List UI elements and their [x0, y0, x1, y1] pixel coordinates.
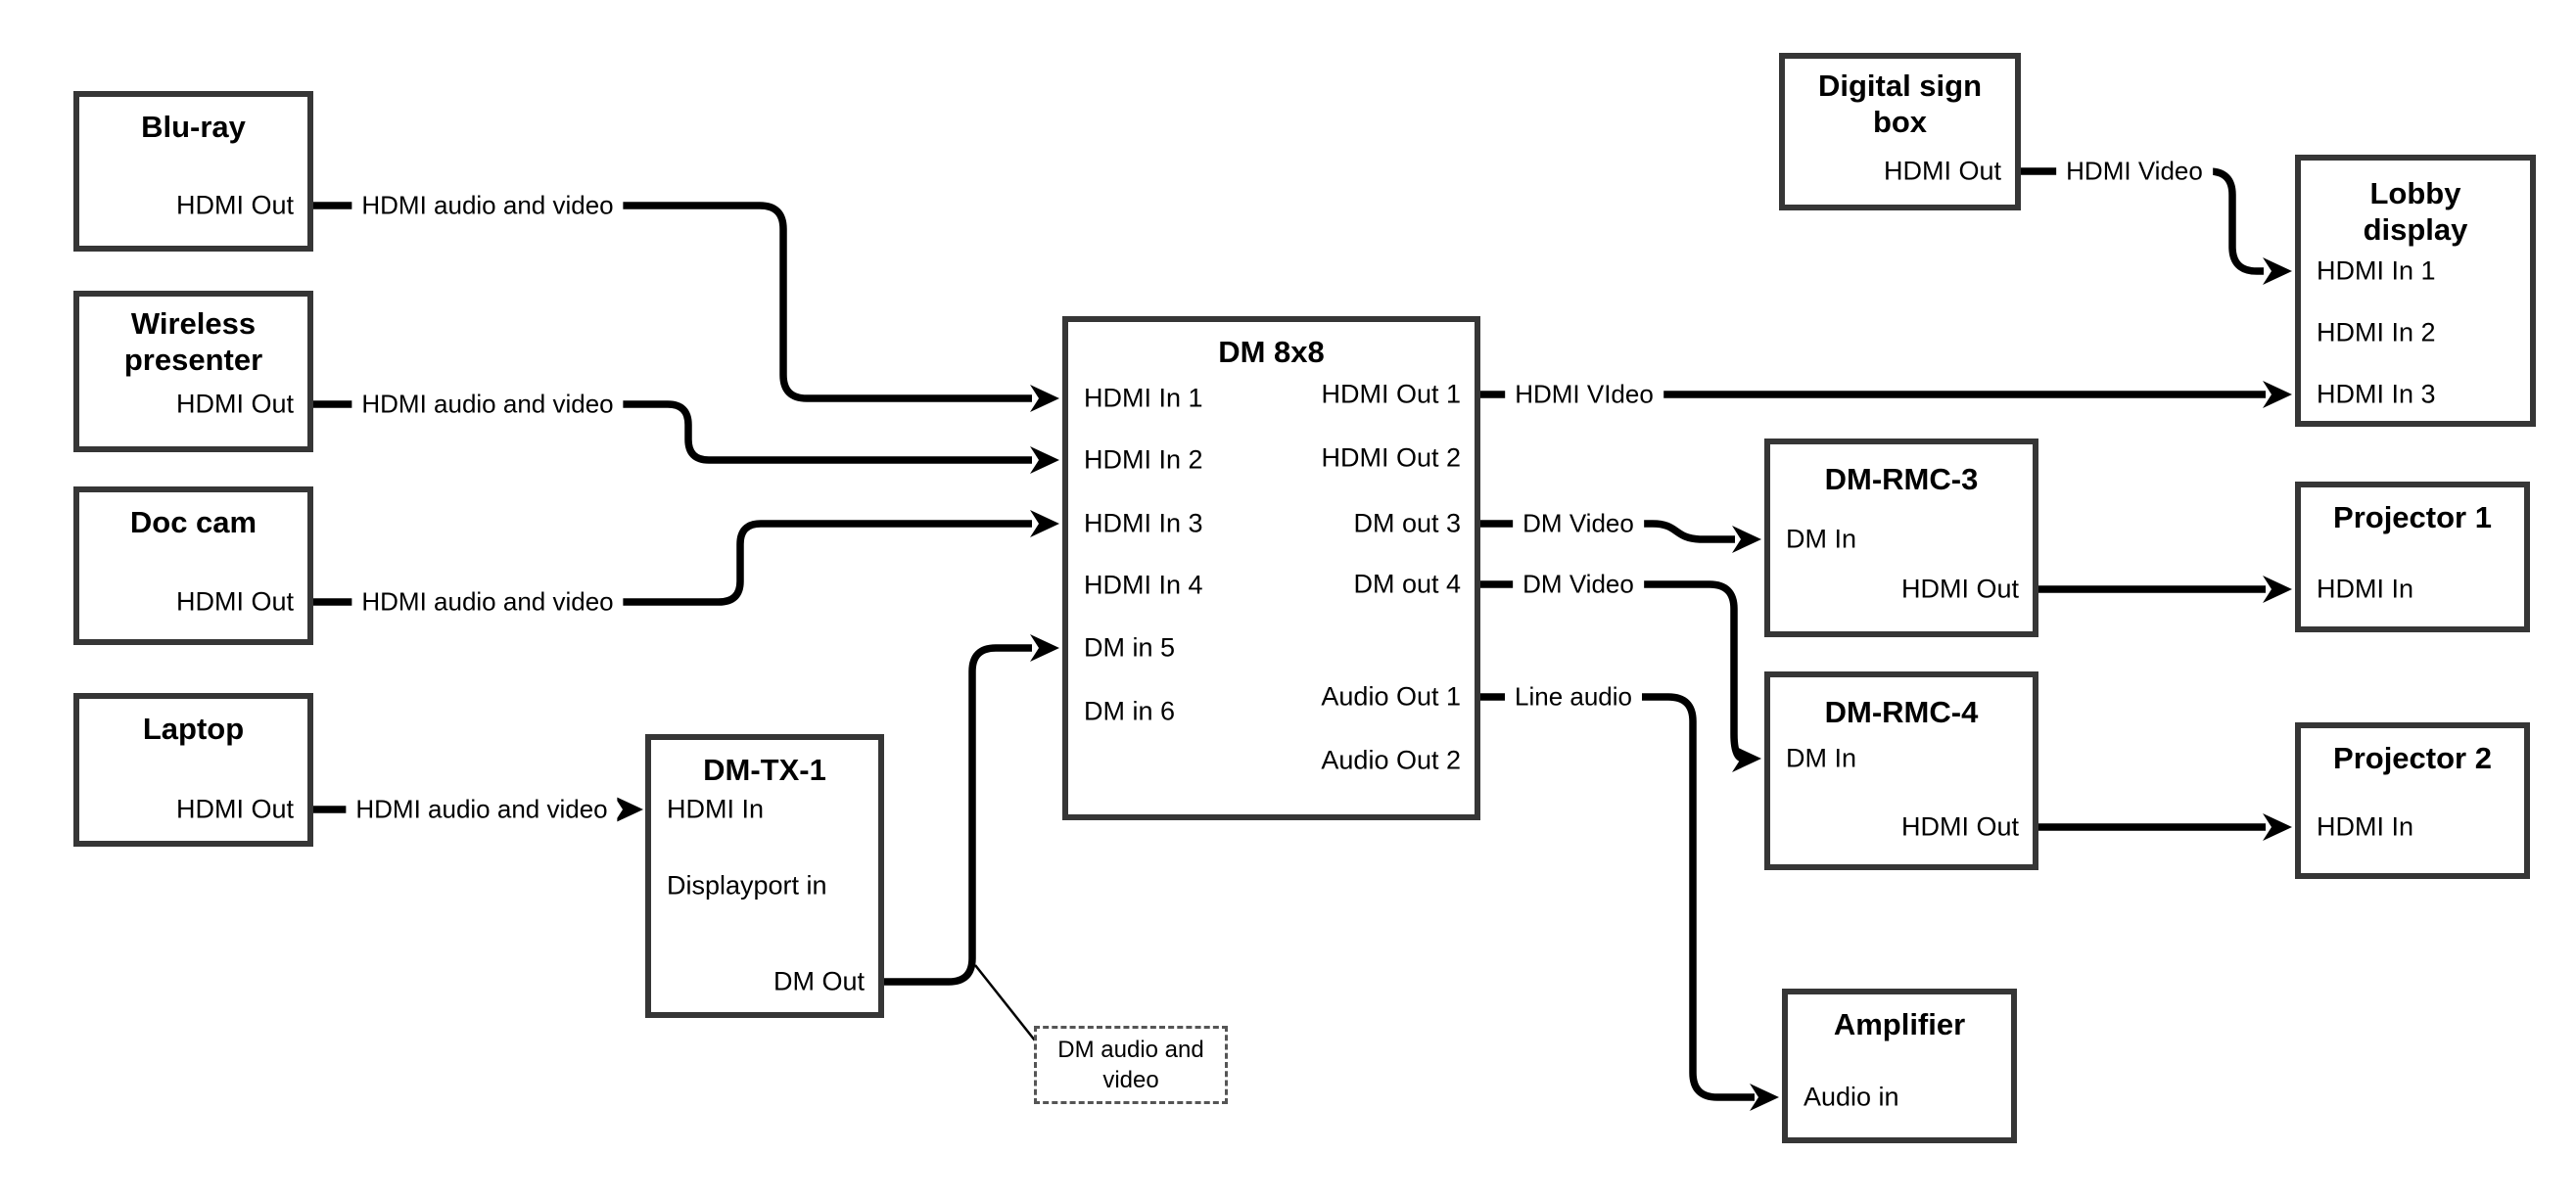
- device-box-bluray: Blu-ray HDMI Out: [73, 91, 313, 252]
- device-box-doc-cam: Doc cam HDMI Out: [73, 486, 313, 645]
- port-hdmi-in-3: HDMI In 3: [2317, 379, 2436, 409]
- port-dm-in: DM In: [1786, 524, 1857, 554]
- device-title: Laptop: [142, 712, 245, 746]
- port-hdmi-out-1: HDMI Out 1: [1321, 379, 1461, 409]
- port-audio-out-1: Audio Out 1: [1321, 681, 1461, 712]
- edge-doccam-to-dm8x8: [313, 520, 1032, 606]
- edge-bluray-to-dm8x8: [313, 202, 1032, 402]
- edge-wireless-to-dm8x8: [313, 400, 1032, 464]
- port-hdmi-out: HDMI Out: [1883, 156, 2001, 186]
- edge-label-hdmi-video-out1: HDMI VIdeo: [1505, 378, 1663, 411]
- edge-label-doccam-hdmi-av: HDMI audio and video: [351, 585, 624, 619]
- port-hdmi-out: HDMI Out: [1900, 811, 2019, 842]
- device-box-wireless-presenter: Wireless presenter HDMI Out: [73, 291, 313, 452]
- note-leader-line: [974, 964, 1036, 1041]
- port-dm-out-4: DM out 4: [1353, 569, 1461, 599]
- device-title: Projector 2: [2333, 741, 2492, 775]
- edge-dm8x8-to-dmrmc3: [1480, 520, 1735, 543]
- port-hdmi-in-4: HDMI In 4: [1084, 570, 1203, 600]
- device-box-dm-8x8: DM 8x8 HDMI In 1 HDMI In 2 HDMI In 3 HDM…: [1062, 316, 1480, 820]
- arrowhead-lobby-in1: [2263, 257, 2292, 285]
- port-hdmi-in-2: HDMI In 2: [2317, 317, 2436, 347]
- note-text: DM audio and video: [1057, 1036, 1204, 1093]
- device-title: Lobby display: [2363, 176, 2468, 247]
- edge-dm8x8-to-dmrmc4: [1480, 580, 1745, 762]
- device-title: Projector 1: [2333, 500, 2492, 534]
- edge-label-dm-video-out4: DM Video: [1513, 568, 1644, 601]
- arrowhead-dm8x8-in2: [1030, 446, 1059, 474]
- device-title: DM-TX-1: [703, 753, 826, 787]
- arrowhead-dmrmc3-dm-in: [1732, 526, 1761, 553]
- port-hdmi-in-1: HDMI In 1: [2317, 255, 2436, 286]
- port-hdmi-out-2: HDMI Out 2: [1321, 442, 1461, 473]
- port-dm-out: DM Out: [773, 966, 865, 996]
- edge-dmtx1-to-dm8x8: [884, 644, 1032, 986]
- port-displayport-in: Displayport in: [667, 870, 827, 901]
- edge-label-bluray-hdmi-av: HDMI audio and video: [351, 189, 624, 222]
- port-dm-out-3: DM out 3: [1353, 508, 1461, 538]
- port-hdmi-out: HDMI Out: [175, 389, 294, 419]
- device-title: Doc cam: [129, 505, 258, 539]
- port-audio-out-2: Audio Out 2: [1321, 745, 1461, 775]
- arrowhead-dmtx1-hdmi-in: [614, 796, 643, 823]
- edge-digitalsign-to-lobby: [2017, 167, 2264, 275]
- device-box-dm-tx-1: DM-TX-1 HDMI In Displayport in DM Out: [645, 734, 884, 1018]
- device-box-dm-rmc-4: DM-RMC-4 DM In HDMI Out: [1764, 671, 2038, 870]
- arrowhead-lobby-in3: [2263, 381, 2292, 408]
- device-box-laptop: Laptop HDMI Out: [73, 693, 313, 847]
- edge-label-wireless-hdmi-av: HDMI audio and video: [351, 388, 624, 421]
- device-title: DM 8x8: [1218, 335, 1325, 369]
- arrowhead-dm8x8-in1: [1030, 385, 1059, 412]
- device-box-digital-sign-box: Digital sign box HDMI Out: [1779, 53, 2021, 210]
- port-hdmi-in-2: HDMI In 2: [1084, 444, 1203, 475]
- arrowhead-amplifier-audio-in: [1750, 1084, 1779, 1111]
- edge-label-laptop-hdmi-av: HDMI audio and video: [346, 793, 618, 826]
- port-hdmi-out: HDMI Out: [1900, 574, 2019, 604]
- arrowhead-dmrmc4-dm-in: [1732, 745, 1761, 772]
- device-title: DM-RMC-3: [1824, 462, 1979, 496]
- port-hdmi-out: HDMI Out: [175, 794, 294, 824]
- port-dm-in-6: DM in 6: [1084, 696, 1176, 726]
- device-box-projector-1: Projector 1 HDMI In: [2295, 482, 2530, 632]
- device-box-dm-rmc-3: DM-RMC-3 DM In HDMI Out: [1764, 439, 2038, 637]
- device-title: Amplifier: [1833, 1007, 1966, 1041]
- edge-dm8x8-to-amplifier: [1480, 693, 1755, 1101]
- port-hdmi-in: HDMI In: [2317, 574, 2414, 604]
- device-title: Wireless presenter: [123, 306, 263, 377]
- edge-label-dm-video-out3: DM Video: [1513, 507, 1644, 540]
- port-hdmi-out: HDMI Out: [175, 586, 294, 617]
- edge-label-hdmi-video-sign: HDMI Video: [2056, 155, 2213, 188]
- note-dm-audio-and-video: DM audio and video: [1034, 1026, 1228, 1104]
- device-box-amplifier: Amplifier Audio in: [1782, 989, 2017, 1143]
- port-hdmi-in-3: HDMI In 3: [1084, 508, 1203, 538]
- port-audio-in: Audio in: [1803, 1082, 1899, 1112]
- port-dm-in-5: DM in 5: [1084, 632, 1176, 663]
- device-title: Blu-ray: [141, 110, 246, 144]
- port-hdmi-out: HDMI Out: [175, 190, 294, 220]
- device-box-lobby-display: Lobby display HDMI In 1 HDMI In 2 HDMI I…: [2295, 155, 2536, 427]
- arrowhead-dm8x8-in5: [1030, 634, 1059, 662]
- device-title: DM-RMC-4: [1824, 695, 1979, 729]
- port-dm-in: DM In: [1786, 743, 1857, 773]
- port-hdmi-in: HDMI In: [667, 794, 765, 824]
- device-title: Digital sign box: [1817, 69, 1983, 139]
- port-hdmi-in-1: HDMI In 1: [1084, 383, 1203, 413]
- port-hdmi-in: HDMI In: [2317, 811, 2414, 842]
- arrowhead-dm8x8-in3: [1030, 510, 1059, 537]
- device-box-projector-2: Projector 2 HDMI In: [2295, 722, 2530, 879]
- edge-label-line-audio: Line audio: [1505, 680, 1642, 714]
- arrowhead-proj2-hdmi-in: [2263, 813, 2292, 841]
- arrowhead-proj1-hdmi-in: [2263, 576, 2292, 603]
